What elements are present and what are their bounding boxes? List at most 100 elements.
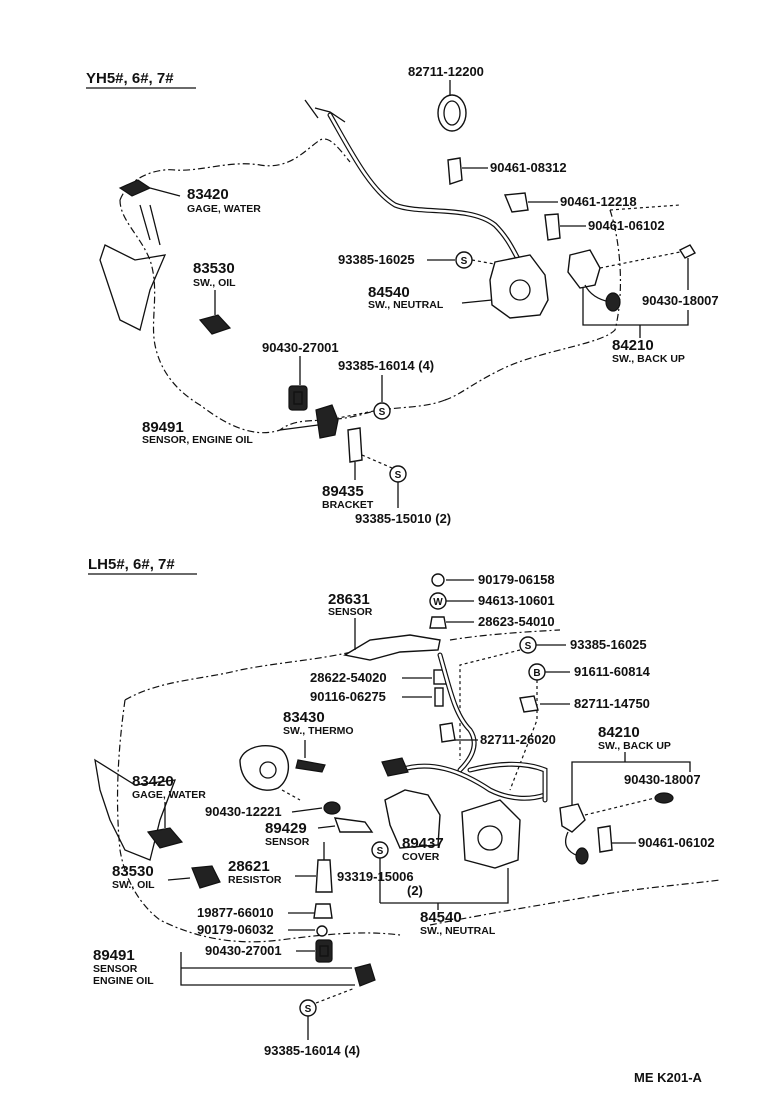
bottom-gasket-90430-27001: [315, 939, 333, 963]
label-93385-16014-bottom: 93385-16014 (4): [264, 1043, 360, 1058]
label-28623-54010: 28623-54010: [478, 614, 555, 629]
label-89491-desc: SENSOR, ENGINE OIL: [142, 434, 253, 446]
label-89429-desc: SENSOR: [265, 836, 310, 848]
top-sw-backup-84210: [567, 249, 601, 289]
bottom-gasket-90430-18007: [654, 792, 674, 804]
label-82711-26020: 82711-26020: [480, 732, 556, 747]
label-93385-16025: 93385-16025: [338, 252, 415, 267]
label-94613-10601: 94613-10601: [478, 593, 555, 608]
label-89491-bottom: 89491: [93, 947, 135, 964]
top-sw-neutral-84540: [489, 254, 549, 319]
label-90430-18007: 90430-18007: [642, 293, 719, 308]
label-89429: 89429: [265, 820, 307, 837]
label-91611-60814: 91611-60814: [574, 664, 651, 679]
top-clamp-82711-12200: [437, 94, 467, 132]
label-28631-desc: SENSOR: [328, 606, 373, 618]
bottom-clamp-82711-26020: [439, 722, 456, 743]
label-82711-14750: 82711-14750: [574, 696, 650, 711]
bottom-section: LH5#, 6#, 7# 83430 SW., THERMO 28631 SEN…: [88, 556, 721, 1058]
label-90461-06102: 90461-06102: [588, 218, 665, 233]
top-clip-90461-08312: [447, 157, 463, 185]
bottom-sw-neutral-84540: [461, 799, 521, 869]
bottom-bracket-84540: [380, 868, 509, 904]
label-84540-desc-bottom: SW., NEUTRAL: [420, 925, 496, 937]
top-wire-harness: [327, 112, 523, 265]
label-84540-desc: SW., NEUTRAL: [368, 299, 444, 311]
top-sw-oil-83530: [198, 314, 232, 335]
label-90461-12218: 90461-12218: [560, 194, 637, 209]
bottom-cover-89437: [384, 789, 441, 849]
label-90430-27001: 90430-27001: [262, 340, 339, 355]
bottom-resistor-28621: [315, 859, 333, 893]
top-bracket-89435: [347, 427, 363, 463]
label-83530-bottom: 83530: [112, 863, 154, 880]
label-89437-desc: COVER: [402, 851, 440, 863]
bottom-harness-connector: [381, 757, 409, 777]
bottom-section-header: LH5#, 6#, 7#: [88, 556, 175, 573]
label-93385-16025-bottom: 93385-16025: [570, 637, 647, 652]
label-90461-06102-bottom: 90461-06102: [638, 835, 715, 850]
top-harness-connector: [304, 99, 346, 123]
label-82711-12200: 82711-12200: [408, 64, 484, 79]
label-93385-15010: 93385-15010 (2): [355, 511, 451, 526]
diagram-code: ME K201-A: [634, 1070, 703, 1085]
label-83420-desc: GAGE, WATER: [187, 203, 261, 215]
symbol-b: B: [533, 668, 540, 679]
top-engine-outline: [119, 138, 622, 434]
symbol-s: S: [305, 1004, 312, 1015]
top-section-header: YH5#, 6#, 7#: [86, 70, 174, 87]
bottom-sensor-engine-oil-89491: [354, 963, 376, 987]
label-84210-bottom: 84210: [598, 724, 640, 741]
symbol-s: S: [379, 407, 386, 418]
symbol-s: S: [377, 846, 384, 857]
bottom-sw-backup-84210: [559, 803, 586, 833]
bottom-sw-thermo-83430: [295, 759, 326, 773]
label-90430-18007-bottom: 90430-18007: [624, 772, 701, 787]
top-gasket-90430-27001: [288, 385, 308, 411]
label-28631: 28631: [328, 591, 370, 608]
symbol-s: S: [461, 256, 468, 267]
label-89437: 89437: [402, 835, 444, 852]
label-83530: 83530: [193, 260, 235, 277]
top-clip-90461-06102: [544, 213, 561, 241]
top-sensor-engine-oil-89491: [315, 404, 339, 439]
label-90430-27001-bottom: 90430-27001: [205, 943, 282, 958]
bottom-clamp-82711-14750: [519, 695, 539, 713]
top-gage-water-83420: [118, 179, 152, 197]
top-gasket-90430-18007: [678, 244, 697, 259]
bottom-fan-blade: [94, 758, 176, 861]
label-89491-desc1-bottom: SENSOR: [93, 963, 138, 975]
symbol-s: S: [395, 470, 402, 481]
label-84210: 84210: [612, 337, 654, 354]
bottom-part-28623-54010: [429, 616, 447, 629]
bottom-sensor-89429: [333, 817, 374, 833]
label-89491: 89491: [142, 419, 184, 436]
label-89491-desc2-bottom: ENGINE OIL: [93, 975, 154, 987]
label-90461-08312: 90461-08312: [490, 160, 567, 175]
label-90116-06275: 90116-06275: [310, 689, 386, 704]
label-93319-15006: 93319-15006: [337, 869, 414, 884]
label-84210-desc-bottom: SW., BACK UP: [598, 740, 671, 752]
label-89435: 89435: [322, 483, 364, 500]
label-90179-06032: 90179-06032: [197, 922, 274, 937]
label-28622-54020: 28622-54020: [310, 670, 387, 685]
label-83530-desc-bottom: SW., OIL: [112, 879, 155, 891]
label-93319-qty: (2): [407, 883, 423, 898]
label-83430: 83430: [283, 709, 325, 726]
label-83420-bottom: 83420: [132, 773, 174, 790]
top-fan-blade: [99, 204, 167, 331]
bottom-sensor-28631: [343, 634, 441, 661]
label-89435-desc: BRACKET: [322, 499, 374, 511]
label-93385-16014: 93385-16014 (4): [338, 358, 434, 373]
bottom-clip-90461-06102: [597, 825, 613, 853]
label-84540: 84540: [368, 284, 410, 301]
bottom-backup-connector: [575, 847, 589, 865]
top-bracket-84210: [582, 288, 689, 326]
top-clip-90461-12218: [503, 192, 529, 213]
label-84210-desc: SW., BACK UP: [612, 353, 685, 365]
bottom-nut-90179-06158: [431, 573, 445, 587]
bottom-sw-oil-83530: [191, 865, 221, 889]
top-backup-connector: [605, 292, 621, 312]
label-19877-66010: 19877-66010: [197, 905, 274, 920]
